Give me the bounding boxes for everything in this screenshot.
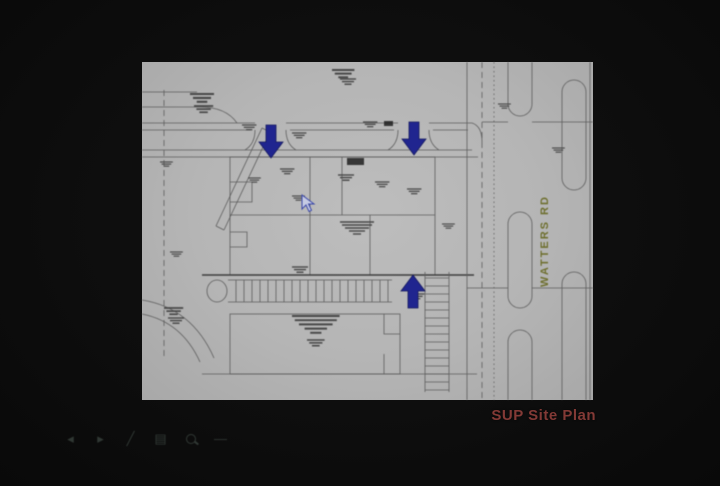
south-building-pad [202, 313, 477, 375]
slide-caption: SUP Site Plan [491, 407, 596, 424]
presenter-toolbar: ◂ ▸ ╱ ▤ — [62, 430, 229, 447]
slide-image: WATTERS RD [142, 62, 593, 400]
watters-road [466, 62, 593, 400]
road-name-label: WATTERS RD [539, 195, 551, 287]
building-outline [229, 156, 436, 276]
east-parking-ladder [424, 272, 450, 392]
pen-icon[interactable]: ╱ [126, 431, 135, 446]
street-lines [142, 90, 483, 363]
annotation-text-blobs [159, 69, 566, 347]
magnifier-icon[interactable] [182, 430, 199, 447]
annotation-menu-icon[interactable]: ▤ [154, 431, 167, 446]
mouse-cursor [301, 194, 316, 213]
site-entrance-arrow-south [400, 274, 426, 309]
hide-toolbar-icon[interactable]: — [214, 431, 227, 446]
site-entrance-arrow-northeast [401, 121, 427, 156]
site-entrance-arrow-northwest [258, 124, 284, 159]
entrance-arrows [258, 121, 427, 309]
previous-slide-icon[interactable]: ◂ [67, 431, 74, 446]
next-slide-icon[interactable]: ▸ [97, 431, 104, 446]
site-plan-drawing [142, 62, 593, 400]
south-parking-row [202, 274, 474, 303]
